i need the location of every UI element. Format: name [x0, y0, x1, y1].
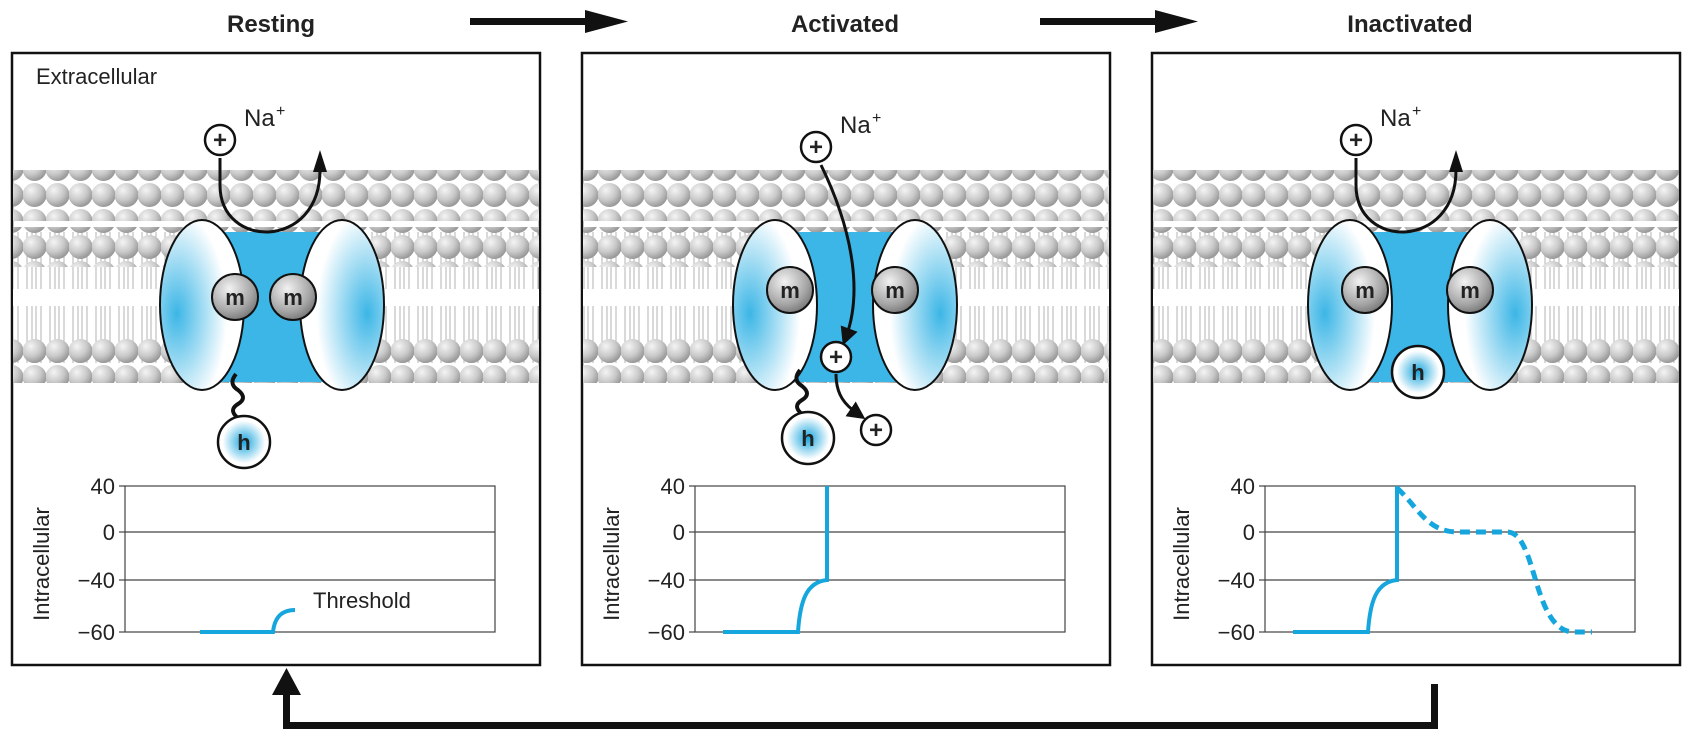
sodium-channel: m m h	[159, 219, 385, 470]
sodium-ion-icon-inside: +	[819, 340, 853, 374]
tick-label: 40	[91, 474, 115, 499]
h-gate-icon: h	[216, 414, 272, 470]
y-axis-label: Intracellular	[1169, 507, 1194, 621]
stage-title-inactivated: Inactivated	[1347, 11, 1472, 38]
tick-label: 40	[1231, 474, 1255, 499]
plot-frame	[1264, 485, 1636, 633]
channel-subunit-right	[1447, 219, 1533, 391]
tick-label: −40	[1218, 568, 1255, 593]
ion-plus-symbol: +	[869, 417, 883, 444]
plot-frame	[694, 485, 1066, 633]
arrow-icon-head	[1449, 150, 1463, 172]
m-gate-label: m	[225, 285, 245, 310]
y-axis-label: Intracellular	[29, 507, 54, 621]
arrow-icon	[819, 164, 858, 346]
m-gate-icon: m	[1341, 266, 1389, 314]
sodium-ion-icon: +	[1339, 123, 1373, 157]
y-axis-label: Intracellular	[599, 507, 624, 621]
tick-label: −40	[78, 568, 115, 593]
tick-label: 0	[103, 520, 115, 545]
voltage-trace	[200, 608, 296, 634]
h-gate-label: h	[801, 426, 814, 451]
tick-label: 0	[1243, 520, 1255, 545]
h-gate-label: h	[237, 430, 250, 455]
m-gate-icon: m	[269, 273, 317, 321]
voltage-trace-repolarization	[1395, 486, 1592, 635]
voltage-trace	[1293, 486, 1399, 634]
channel-subunit-right	[872, 219, 958, 391]
extracellular-label: Extracellular	[36, 64, 157, 89]
membrane-potential-plot: 40 0 −40 −60 Intracellular	[599, 474, 1066, 645]
stage-title-activated: Activated	[791, 11, 899, 38]
m-gate-icon: m	[211, 273, 259, 321]
m-gate-label: m	[1355, 278, 1375, 303]
plot-frame	[124, 485, 496, 633]
tick-label: −60	[648, 620, 685, 645]
m-gate-label: m	[885, 278, 905, 303]
h-gate-icon: h	[780, 410, 836, 466]
sodium-ion-icon: +	[203, 123, 237, 157]
ion-label-charge: +	[1412, 103, 1421, 120]
h-gate-tether	[230, 372, 245, 420]
arrow-icon-head	[313, 150, 327, 172]
m-gate-label: m	[283, 285, 303, 310]
m-gate-icon: m	[871, 266, 919, 314]
flow-arrow-right-1	[470, 10, 628, 33]
arrow-icon	[834, 373, 866, 420]
ion-plus-symbol: +	[829, 344, 843, 371]
h-gate-tether	[794, 368, 809, 416]
ion-label-charge: +	[276, 103, 285, 120]
ion-plus-symbol: +	[809, 134, 823, 161]
tick-label: 0	[673, 520, 685, 545]
h-gate-label: h	[1411, 360, 1424, 385]
m-gate-icon: m	[1446, 266, 1494, 314]
return-arrow	[272, 668, 1438, 729]
membrane-potential-plot: 40 0 −40 −60 Intracellular	[1169, 474, 1636, 645]
ion-label-na: Na	[1380, 105, 1411, 132]
flow-arrow-right-2	[1040, 10, 1198, 33]
tick-label: −40	[648, 568, 685, 593]
m-gate-label: m	[780, 278, 800, 303]
tick-label: −60	[78, 620, 115, 645]
h-gate-icon: h	[1390, 344, 1446, 400]
m-gate-icon: m	[766, 266, 814, 314]
m-gate-label: m	[1460, 278, 1480, 303]
arrow-icon	[1354, 158, 1458, 234]
voltage-trace	[723, 486, 829, 634]
tick-label: −60	[1218, 620, 1255, 645]
ion-label-na: Na	[840, 112, 871, 139]
ion-label-na: Na	[244, 105, 275, 132]
ion-label-charge: +	[872, 110, 881, 127]
stage-title-resting: Resting	[227, 11, 315, 38]
sodium-ion-icon: +	[799, 130, 833, 164]
arrow-icon	[218, 158, 322, 234]
ion-plus-symbol: +	[213, 127, 227, 154]
ion-plus-symbol: +	[1349, 127, 1363, 154]
tick-label: 40	[661, 474, 685, 499]
sodium-ion-icon-exit: +	[859, 413, 893, 447]
threshold-label: Threshold	[313, 588, 411, 613]
sodium-channel: m m h	[1307, 219, 1533, 400]
